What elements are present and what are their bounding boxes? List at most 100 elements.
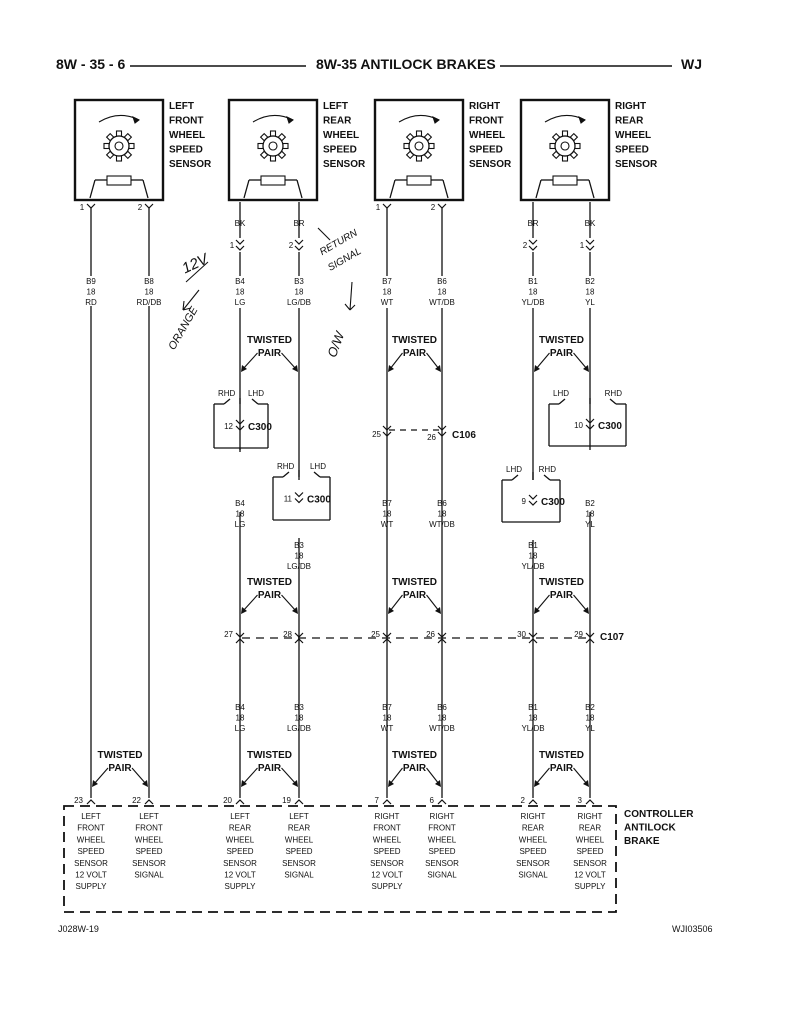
bracket: [282, 471, 290, 478]
bracket: [313, 471, 321, 478]
pin-function: WHEEL: [285, 835, 314, 844]
connector-terminal: [585, 418, 595, 424]
controller-terminal: [382, 799, 392, 805]
wire-id: RD/DB: [137, 298, 162, 307]
gear-tooth: [551, 150, 561, 160]
gear-tooth: [549, 142, 556, 150]
pin-number: 1: [376, 203, 381, 212]
arrow-head: [432, 116, 440, 124]
controller-terminal: [528, 799, 538, 805]
sensor-label: SENSOR: [169, 159, 212, 170]
controller-terminal: [294, 799, 304, 805]
pin-function: SENSOR: [573, 859, 607, 868]
gear-tooth: [403, 142, 410, 150]
wire-id: 18: [145, 288, 154, 297]
pin-function: SPEED: [519, 847, 546, 856]
connector-name: C300: [248, 422, 272, 433]
twisted-pair-label: PAIR: [403, 348, 427, 359]
controller-box: [63, 805, 617, 913]
connector-terminal: [294, 632, 304, 638]
wire-id: WT: [381, 724, 394, 733]
wire-id: 18: [383, 288, 392, 297]
pin-function: SENSOR: [132, 859, 166, 868]
wire-id: 18: [586, 288, 595, 297]
sensor-element: [406, 175, 432, 186]
twisted-pair-label: TWISTED: [392, 335, 437, 346]
pin-function: WHEEL: [519, 835, 548, 844]
pin-number: 9: [522, 497, 527, 506]
pin-function: REAR: [579, 824, 601, 833]
handwritten-stroke: [185, 261, 209, 283]
twist-leader: [389, 767, 403, 785]
pin-function: WHEEL: [373, 835, 402, 844]
drive-option: RHD: [539, 465, 557, 474]
figure-code-left: J028W-19: [58, 924, 99, 934]
sensor-label: LEFT: [169, 101, 194, 112]
pin-function: SENSOR: [74, 859, 108, 868]
pin-function: SUPPLY: [372, 882, 404, 891]
sensor-label: WHEEL: [323, 130, 359, 141]
wire-id: YL/DB: [521, 724, 544, 733]
pin-number: 1: [580, 241, 585, 250]
wire-id: LG: [235, 724, 246, 733]
pin-number: 6: [430, 796, 435, 805]
twisted-pair-label: TWISTED: [247, 335, 292, 346]
sensor-label: SENSOR: [323, 159, 366, 170]
twist-leader: [281, 352, 297, 370]
pin-function: SPEED: [373, 847, 400, 856]
pin-function: SIGNAL: [284, 871, 314, 880]
pin-function: REAR: [522, 824, 544, 833]
pin-function: SPEED: [576, 847, 603, 856]
connector-terminal: [585, 638, 595, 644]
connector-terminal: [528, 494, 538, 500]
wire-id: 18: [383, 510, 392, 519]
pin-number: 12: [224, 422, 233, 431]
pin-number: 2: [138, 203, 143, 212]
bracket: [223, 398, 231, 405]
twist-arrow: [388, 365, 394, 372]
wire-id: 18: [295, 288, 304, 297]
connector-terminal: [585, 239, 595, 245]
pin-number: 2: [521, 796, 526, 805]
wire-id: 18: [586, 510, 595, 519]
wire-id: WT/DB: [429, 724, 455, 733]
drive-option: LHD: [506, 465, 522, 474]
connector-terminal: [382, 632, 392, 638]
pin-function: RIGHT: [375, 812, 400, 821]
twist-arrow: [435, 607, 441, 614]
twist-leader: [426, 594, 440, 612]
pin-function: FRONT: [373, 824, 401, 833]
pin-number: 26: [427, 433, 436, 442]
pin-number: 20: [223, 796, 232, 805]
twist-arrow: [292, 607, 298, 614]
pin-function: SPEED: [428, 847, 455, 856]
sensor-label: SENSOR: [469, 159, 512, 170]
twist-leader: [573, 594, 588, 612]
wire-id: YL: [585, 298, 595, 307]
pin-function: 12 VOLT: [224, 871, 256, 880]
gear-tooth: [561, 155, 569, 162]
sensor-label: SPEED: [169, 145, 203, 156]
pin-number: 19: [282, 796, 291, 805]
twist-arrow: [534, 365, 540, 372]
gear-tooth: [269, 130, 277, 137]
connector-terminal: [528, 239, 538, 245]
gear-tooth: [123, 150, 133, 160]
connector-terminal: [382, 431, 392, 437]
pin-number: 7: [375, 796, 380, 805]
connector-terminal: [382, 638, 392, 644]
rotation-arrow: [544, 114, 586, 123]
gear-tooth: [551, 132, 561, 142]
sensor-box: [373, 98, 465, 202]
twisted-pair-label: PAIR: [258, 763, 282, 774]
connector-terminal: [235, 419, 245, 425]
gear-tooth: [123, 132, 133, 142]
twist-leader: [389, 352, 403, 370]
twisted-pair-label: PAIR: [108, 763, 132, 774]
drive-option: RHD: [277, 462, 295, 471]
twisted-pair-label: TWISTED: [392, 750, 437, 761]
wire-id: 18: [438, 714, 447, 723]
wire-id: YL/DB: [521, 562, 544, 571]
pin-number: 27: [224, 630, 233, 639]
gear-tooth: [423, 132, 433, 142]
